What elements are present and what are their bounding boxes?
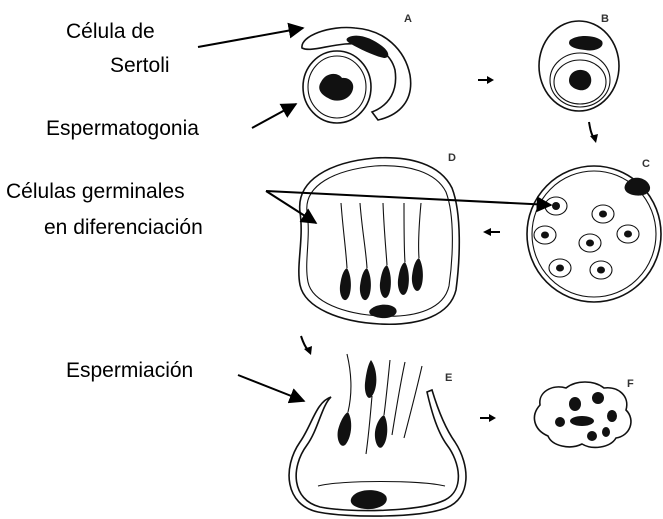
panel-letter-a: A bbox=[404, 13, 412, 25]
pointer-sertoli bbox=[198, 28, 303, 47]
panel-letter-f: F bbox=[627, 378, 634, 390]
sequence-arrow-b-c bbox=[589, 122, 598, 143]
cell-b-outer bbox=[539, 21, 619, 111]
sequence-arrow-e-f bbox=[480, 414, 496, 422]
sequence-arrow-a-b bbox=[478, 76, 494, 84]
sequence-arrow-d-e bbox=[301, 336, 312, 355]
pointer-spermatogonia bbox=[252, 104, 296, 128]
panel-letter-c: C bbox=[642, 158, 650, 170]
panel-letter-b: B bbox=[601, 13, 609, 25]
panel-a-cells bbox=[302, 28, 411, 123]
cell-e-inner bbox=[318, 482, 445, 487]
panel-letter-d: D bbox=[448, 152, 456, 164]
panel-d-cells bbox=[299, 158, 459, 325]
panel-c-cells bbox=[527, 166, 661, 302]
sertoli-nucleus-e bbox=[351, 490, 387, 509]
panel-f-residual bbox=[534, 382, 631, 447]
pointer-spermiation bbox=[238, 375, 304, 401]
panel-letter-e: E bbox=[445, 372, 452, 384]
panel-e-cells bbox=[289, 354, 466, 516]
sequence-arrow-c-d bbox=[483, 228, 500, 236]
spermatids-e bbox=[338, 354, 422, 454]
panel-b-cells bbox=[539, 21, 619, 111]
cell-d-outer bbox=[299, 158, 459, 325]
